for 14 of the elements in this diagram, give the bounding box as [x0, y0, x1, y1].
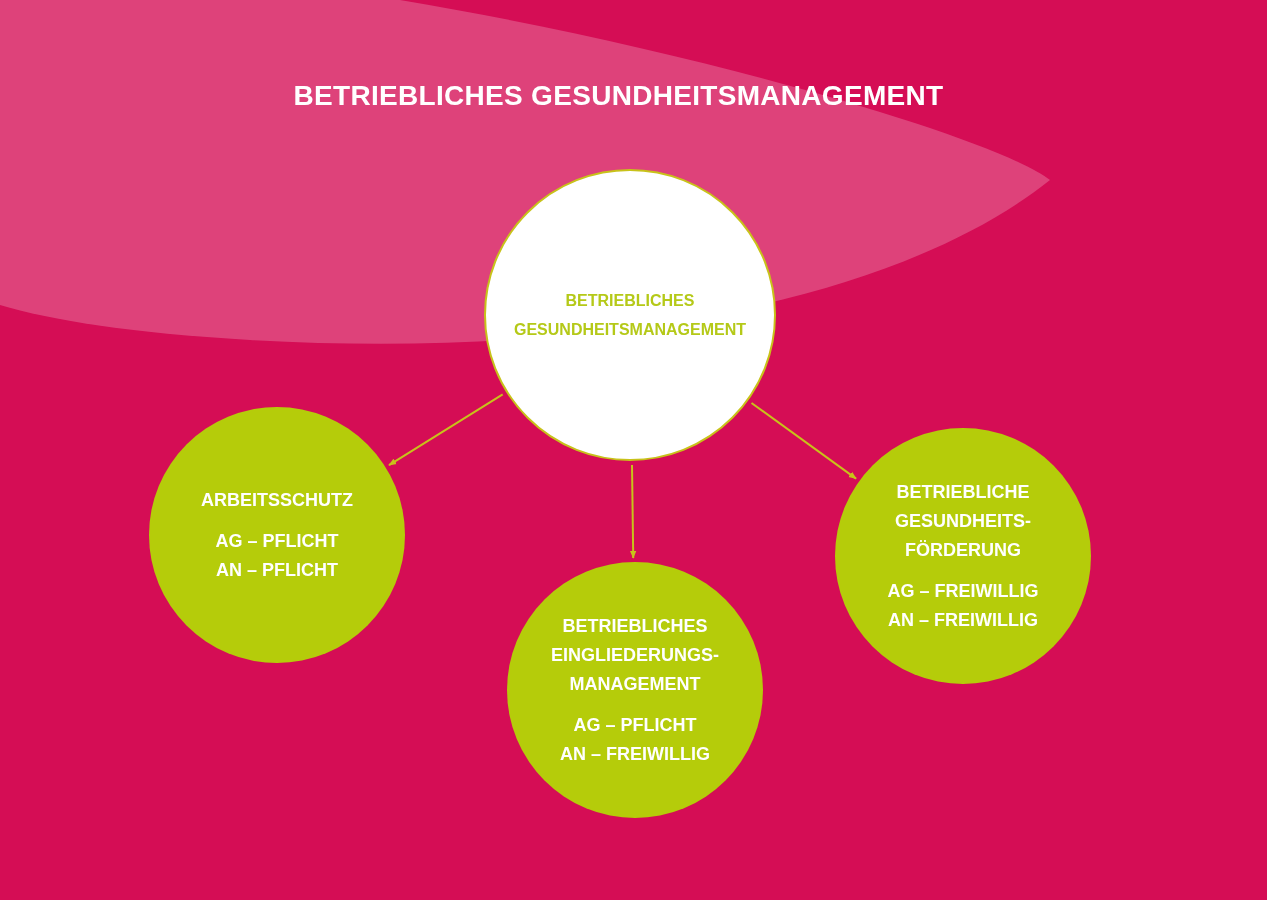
arrow: [388, 393, 504, 467]
circle-heading: BETRIEBLICHE GESUNDHEITS-FÖRDERUNG: [894, 480, 1032, 562]
obligation-text: AG – FREIWILLIG: [887, 579, 1039, 603]
circle-heading: BETRIEBLICHES GESUNDHEITSMANAGEMENT: [513, 291, 747, 340]
title: BETRIEBLICHES GESUNDHEITSMANAGEMENT: [292, 80, 945, 112]
obligation-text: AG – PFLICHT: [573, 713, 697, 737]
obligation-text: AG – PFLICHT: [215, 529, 339, 553]
obligation-text: AN – FREIWILLIG: [560, 742, 710, 766]
obligation-text: AN – PFLICHT: [216, 558, 338, 582]
arrow: [750, 401, 858, 480]
obligation-text: AN – FREIWILLIG: [888, 608, 1038, 632]
arrow: [629, 464, 637, 559]
circle-heading: ARBEITSSCHUTZ: [201, 488, 353, 512]
circle-heading: BETRIEBLICHES EINGLIEDERUNGS-MANAGEMENT: [550, 614, 720, 696]
